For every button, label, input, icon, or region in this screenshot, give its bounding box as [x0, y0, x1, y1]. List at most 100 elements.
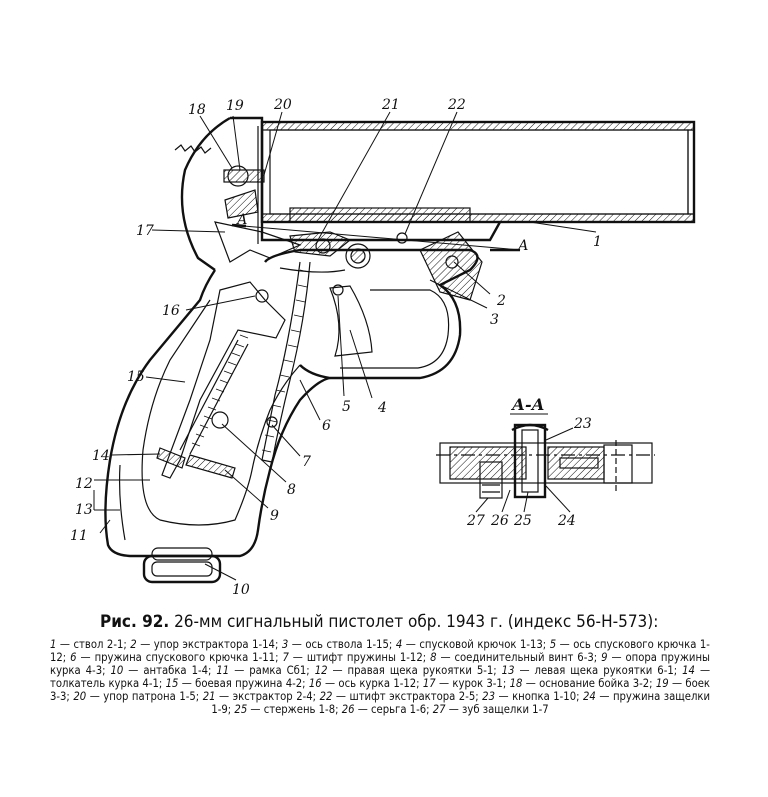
label-15: 15 — [127, 369, 145, 385]
legend-entry: 26 — серьга 1-6; — [341, 703, 430, 717]
legend-number: 14 — [682, 664, 695, 678]
section-title: А-А — [511, 395, 545, 414]
legend-text: боек 3-3; — [50, 677, 711, 704]
legend-text: боевая пружина 4-2; — [195, 677, 306, 691]
legend-number: 23 — [482, 690, 495, 704]
figure-caption: Рис. 92. 26-мм сигнальный пистолет обр. … — [100, 612, 660, 632]
legend-number: 25 — [234, 703, 248, 717]
legend-text: зуб защелки 1-7 — [462, 703, 549, 717]
legend-number: 20 — [73, 690, 87, 704]
legend-text: экстрактор 2-4; — [232, 690, 317, 704]
label-3: 3 — [490, 312, 499, 328]
legend-entry: 8 — соединительный винт 6-3; — [430, 651, 598, 665]
legend-number: 4 — [395, 638, 403, 651]
legend-entry: 7 — штифт пружины 1-12; — [282, 651, 427, 665]
label-11: 11 — [70, 528, 88, 544]
legend-entry: 17 — курок 3-1; — [422, 677, 507, 691]
label-2: 2 — [496, 293, 506, 309]
legend-number: 16 — [308, 677, 322, 691]
legend-number: 10 — [110, 664, 124, 678]
legend-entry: 24 — пружина защелки 1-9; — [211, 690, 711, 717]
legend-number: 17 — [422, 677, 436, 691]
legend-entry: 4 — спусковой крючок 1-13; — [395, 638, 547, 651]
legend-number: 27 — [432, 703, 446, 717]
legend-text: антабка 1-4; — [143, 664, 212, 678]
label-1: 1 — [593, 234, 602, 250]
label-12: 12 — [75, 476, 93, 492]
legend-entry: 13 — левая щека рукоятки 6-1; — [501, 664, 678, 678]
legend-entry: 18 — основание бойка 3-2; — [509, 677, 653, 691]
legend-text: толкатель курка 4-1; — [50, 677, 163, 691]
legend-number: 9 — [601, 651, 608, 665]
legend-number: 7 — [282, 651, 289, 665]
legend-number: 13 — [501, 664, 515, 678]
legend-number: 2 — [130, 638, 137, 651]
figure-title: 26-мм сигнальный пистолет обр. 1943 г. (… — [174, 612, 659, 632]
figure-number: Рис. 92. — [100, 612, 170, 632]
legend-entry: 19 — боек 3-3; — [50, 677, 711, 704]
legend-number: 19 — [655, 677, 669, 691]
legend-text: соединительный винт 6-3; — [454, 651, 598, 665]
legend-text: правая щека рукоятки 5-1; — [347, 664, 497, 678]
lanyard-ring — [142, 547, 222, 584]
mainspring-assembly — [156, 261, 311, 479]
legend-text: упор экстрактора 1-14; — [153, 638, 279, 651]
leader-lines — [93, 111, 597, 581]
trigger — [279, 267, 373, 357]
legend-entry: 9 — опора пружины курка 4-3; — [50, 651, 710, 678]
legend-entry: 10 — антабка 1-4; — [110, 664, 212, 678]
legend-entry: 1 — ствол 2-1; — [50, 638, 127, 651]
label-25: 25 — [513, 513, 532, 529]
label-20: 20 — [273, 97, 292, 113]
legend-entry: 2 — упор экстрактора 1-14; — [130, 638, 279, 651]
legend-text: основание бойка 3-2; — [539, 677, 653, 691]
part-labels: 1 2 3 4 5 6 7 8 9 10 11 12 13 14 15 16 1… — [70, 97, 602, 598]
label-4: 4 — [377, 400, 387, 416]
legend-text: пружина спускового крючка 1-11; — [94, 651, 279, 665]
legend-text: спусковой крючок 1-13; — [419, 638, 547, 651]
legend-entry: 25 — стержень 1-8; — [234, 703, 339, 717]
legend-number: 11 — [216, 664, 230, 678]
legend-entry: 5 — ось спускового крючка 1-12; — [50, 638, 710, 665]
label-13: 13 — [75, 502, 93, 518]
legend-entry: 3 — ось ствола 1-15; — [281, 638, 393, 651]
label-26: 26 — [490, 513, 509, 529]
section-mark-left: А — [236, 212, 248, 228]
legend-text: ось ствола 1-15; — [305, 638, 393, 651]
pistol-diagram: 1 2 3 4 5 6 7 8 9 10 11 12 13 14 15 16 1… — [70, 97, 696, 598]
legend-number: 5 — [549, 638, 557, 651]
section-view — [436, 423, 655, 499]
label-19: 19 — [226, 98, 244, 114]
label-14: 14 — [92, 448, 110, 464]
legend-entry: 22 — штифт экстрактора 2-5; — [319, 690, 479, 704]
legend-number: 3 — [281, 638, 289, 651]
legend-entry: 21 — экстрактор 2-4; — [202, 690, 317, 704]
legend-text: штифт пружины 1-12; — [306, 651, 427, 665]
legend-text: курок 3-1; — [452, 677, 507, 691]
legend-entry: 23 — кнопка 1-10; — [482, 690, 580, 704]
legend-text: рамка Сб1; — [249, 664, 310, 678]
legend-text: упор патрона 1-5; — [103, 690, 200, 704]
label-5: 5 — [342, 399, 351, 415]
figure-legend: 1 — ствол 2-1; 2 — упор экстрактора 1-14… — [50, 638, 710, 717]
legend-text: кнопка 1-10; — [512, 690, 580, 704]
legend-entry: 27 — зуб защелки 1-7 — [432, 703, 549, 717]
legend-entry: 12 — правая щека рукоятки 5-1; — [314, 664, 497, 678]
legend-number: 22 — [319, 690, 333, 704]
label-8: 8 — [287, 482, 296, 498]
legend-number: 15 — [165, 677, 179, 691]
barrel — [257, 120, 696, 244]
legend-entry: 16 — ось курка 1-12; — [308, 677, 420, 691]
legend-entry: 20 — упор патрона 1-5; — [73, 690, 200, 704]
label-16: 16 — [162, 303, 180, 319]
legend-text: серьга 1-6; — [370, 703, 430, 717]
legend-text: ось спускового крючка 1-12; — [50, 638, 710, 665]
label-24: 24 — [557, 513, 576, 529]
legend-number: 1 — [50, 638, 57, 651]
label-21: 21 — [381, 97, 400, 113]
legend-text: левая щека рукоятки 6-1; — [534, 664, 678, 678]
section-mark-right: А — [517, 238, 529, 254]
label-17: 17 — [136, 223, 154, 239]
legend-entry: 14 — толкатель курка 4-1; — [50, 664, 711, 691]
legend-entry: 11 — рамка Сб1; — [216, 664, 310, 678]
